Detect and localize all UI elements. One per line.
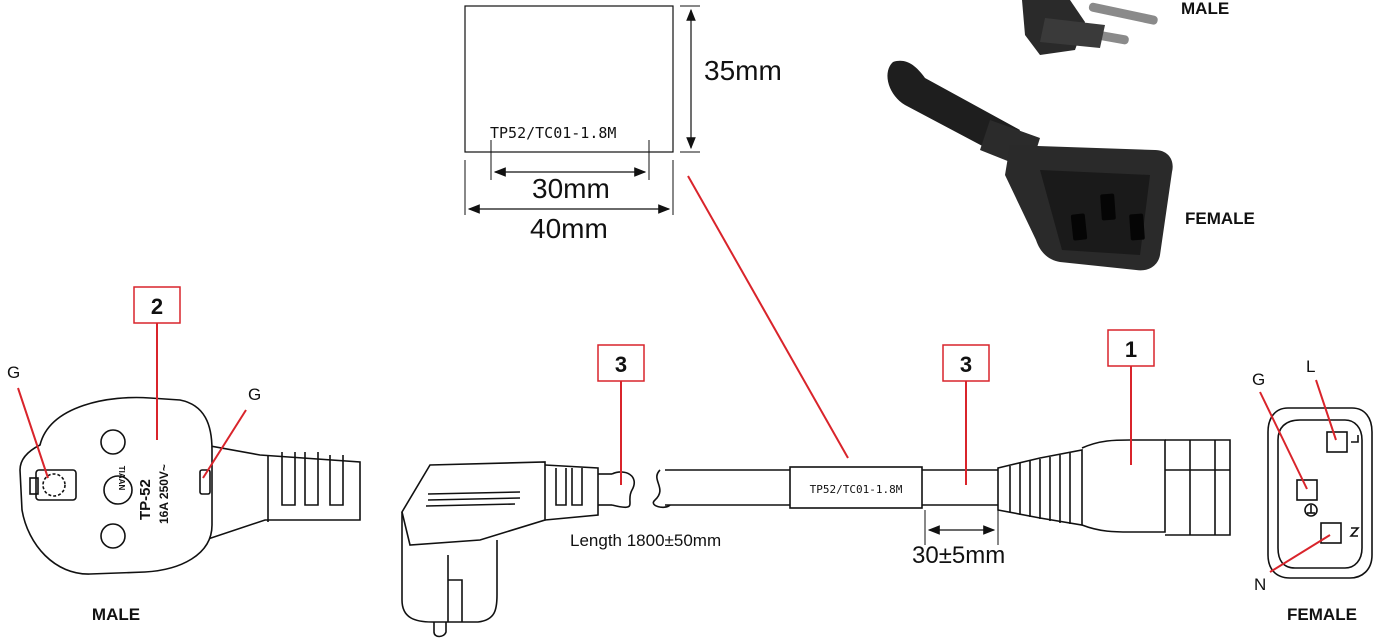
ground-label-left: G — [7, 363, 20, 382]
callout-box-3-left — [597, 344, 645, 382]
callout-3-mid-text: 3 — [960, 352, 972, 377]
callout-box-3-mid — [942, 344, 990, 382]
ground-slot — [1296, 479, 1318, 501]
callout-box-2 — [133, 286, 181, 324]
ground-symbol-icon — [1304, 503, 1318, 517]
ground-label-right: G — [248, 385, 261, 404]
sleeve-code-text: TP52/TC01-1.8M — [810, 483, 903, 496]
cord-length-text: Length 1800±50mm — [570, 531, 721, 550]
label-code-text: TP52/TC01-1.8M — [490, 124, 616, 142]
photo-male-label: MALE — [1181, 0, 1229, 18]
cord-break-left — [611, 471, 635, 509]
cord-assembly — [401, 439, 1231, 638]
ground-clip-left — [42, 473, 66, 497]
angled-male-plug — [401, 461, 612, 638]
brand-logo-text: TIAAN — [117, 466, 126, 491]
ground-leader-left — [17, 387, 49, 479]
female-face-view — [1267, 407, 1373, 579]
pin-hole-top — [100, 429, 126, 455]
outer-width-dimension-text: 40mm — [530, 213, 608, 244]
female-l-leader — [1315, 379, 1337, 441]
female-n-leader — [1269, 534, 1331, 573]
photo-female-connector — [887, 60, 1173, 271]
cord-break-right — [652, 469, 671, 508]
female-g-label: G — [1252, 370, 1265, 389]
photo-female-label: FEMALE — [1185, 209, 1255, 228]
label-rectangle — [464, 5, 674, 153]
female-l-label: L — [1306, 357, 1315, 376]
product-photo: MALE FEMALE — [887, 0, 1255, 271]
plug-rating-text: 16A 250V~ — [157, 464, 171, 524]
ground-clip-right — [199, 469, 211, 495]
live-slot — [1326, 431, 1348, 453]
male-view-title: MALE — [92, 605, 140, 624]
callout-1-text: 1 — [1125, 337, 1137, 362]
inner-width-dimension-text: 30mm — [532, 173, 610, 204]
female-view-title: FEMALE — [1287, 605, 1357, 624]
photo-male-plug — [1022, 0, 1158, 55]
callout-box-1 — [1107, 329, 1155, 367]
callout-3-left-text: 3 — [615, 352, 627, 377]
callout-2-text: 2 — [151, 294, 163, 319]
brand-circle — [103, 475, 133, 505]
female-g-leader — [1259, 391, 1308, 490]
offset-dimension-text: 30±5mm — [912, 542, 1005, 569]
cord-sleeve — [789, 466, 923, 509]
height-dimension-text: 35mm — [704, 55, 782, 86]
label-leader-line — [687, 175, 849, 459]
pin-hole-bottom — [100, 523, 126, 549]
label-box-drawing: TP52/TC01-1.8M 35mm 30mm 40mm — [464, 5, 782, 244]
plug-model-text: TP-52 — [137, 479, 154, 520]
male-plug-body-outline — [199, 429, 361, 551]
female-connector-side-view — [997, 439, 1231, 536]
male-plug-front-view — [19, 396, 361, 575]
ground-leader-right — [202, 409, 247, 479]
female-n-label: N — [1254, 575, 1266, 594]
neutral-slot — [1320, 522, 1342, 544]
